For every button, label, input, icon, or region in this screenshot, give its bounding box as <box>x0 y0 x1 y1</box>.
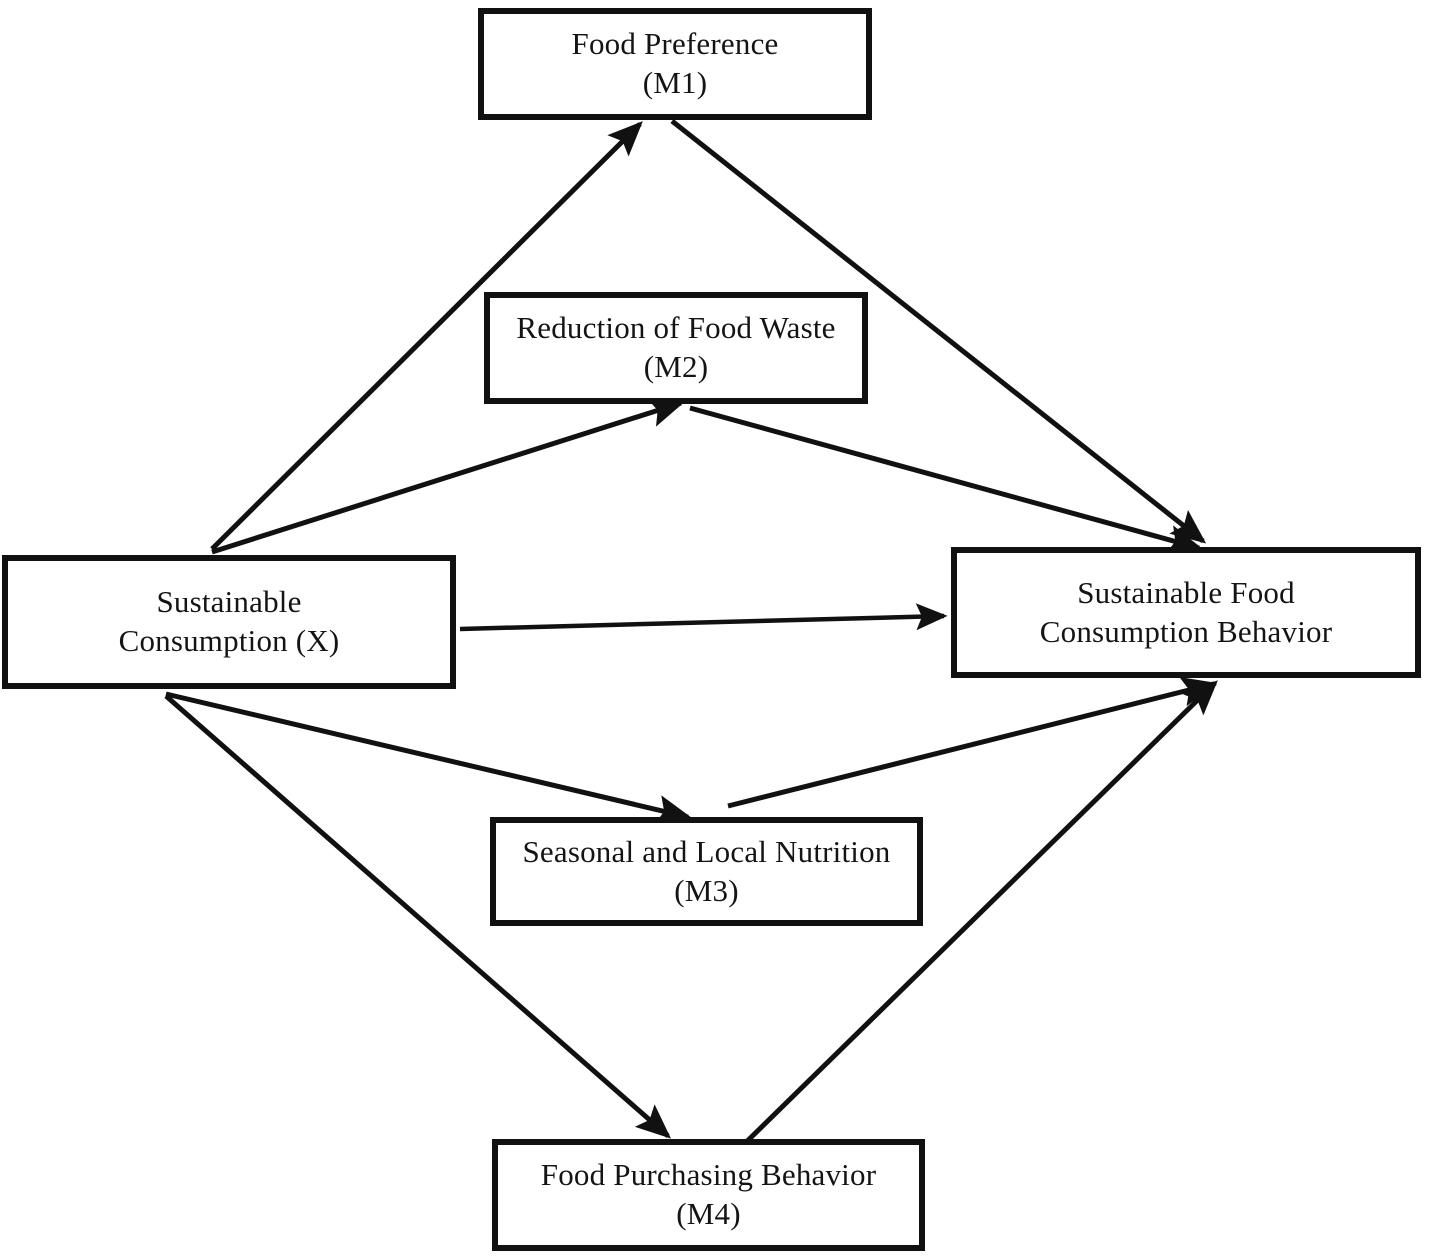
node-food-purchasing-behavior-line2: (M4) <box>676 1196 741 1231</box>
node-reduction-of-food-waste[interactable]: Reduction of Food Waste (M2) <box>484 292 868 404</box>
arrow-x-to-m4 <box>164 694 672 1139</box>
arrow-m1-to-y <box>670 119 1207 544</box>
node-sustainable-food-consumption-behavior-label: Sustainable Food Consumption Behavior <box>1030 574 1342 652</box>
node-food-purchasing-behavior-line1: Food Purchasing Behavior <box>540 1157 877 1193</box>
node-food-preference[interactable]: Food Preference (M1) <box>478 8 872 120</box>
arrow-x-to-m2 <box>211 398 685 555</box>
node-seasonal-and-local-nutrition-line1: Seasonal and Local Nutrition <box>522 833 891 869</box>
arrow-x-to-m1 <box>210 121 643 551</box>
node-sustainable-consumption-line2: Consumption (X) <box>118 623 340 658</box>
node-seasonal-and-local-nutrition-label: Seasonal and Local Nutrition (M3) <box>512 833 900 911</box>
node-seasonal-and-local-nutrition[interactable]: Seasonal and Local Nutrition (M3) <box>490 817 923 926</box>
node-food-preference-line1: Food Preference <box>571 26 779 62</box>
node-reduction-of-food-waste-line2: (M2) <box>643 349 709 384</box>
node-reduction-of-food-waste-label: Reduction of Food Waste (M2) <box>506 309 845 387</box>
node-sustainable-food-consumption-behavior-line1: Sustainable Food <box>1077 574 1295 610</box>
node-food-purchasing-behavior-label: Food Purchasing Behavior (M4) <box>531 1156 886 1234</box>
arrow-x-to-y <box>459 603 948 632</box>
node-sustainable-food-consumption-behavior-line2: Consumption Behavior <box>1039 613 1333 649</box>
node-reduction-of-food-waste-line1: Reduction of Food Waste <box>516 310 836 346</box>
arrow-x-to-m3 <box>165 691 692 825</box>
node-food-preference-line2: (M1) <box>642 65 708 100</box>
node-sustainable-food-consumption-behavior[interactable]: Sustainable Food Consumption Behavior <box>951 547 1421 678</box>
node-food-preference-label: Food Preference (M1) <box>562 25 789 103</box>
node-sustainable-consumption-label: Sustainable Consumption (X) <box>109 583 350 661</box>
arrow-m2-to-y <box>689 405 1203 555</box>
arrow-m3-to-y <box>727 677 1217 809</box>
node-food-purchasing-behavior[interactable]: Food Purchasing Behavior (M4) <box>492 1139 925 1251</box>
node-seasonal-and-local-nutrition-line2: (M3) <box>674 872 739 908</box>
node-sustainable-consumption-line1: Sustainable <box>156 584 302 620</box>
node-sustainable-consumption[interactable]: Sustainable Consumption (X) <box>2 555 456 689</box>
arrow-m4-to-y <box>729 680 1218 1159</box>
